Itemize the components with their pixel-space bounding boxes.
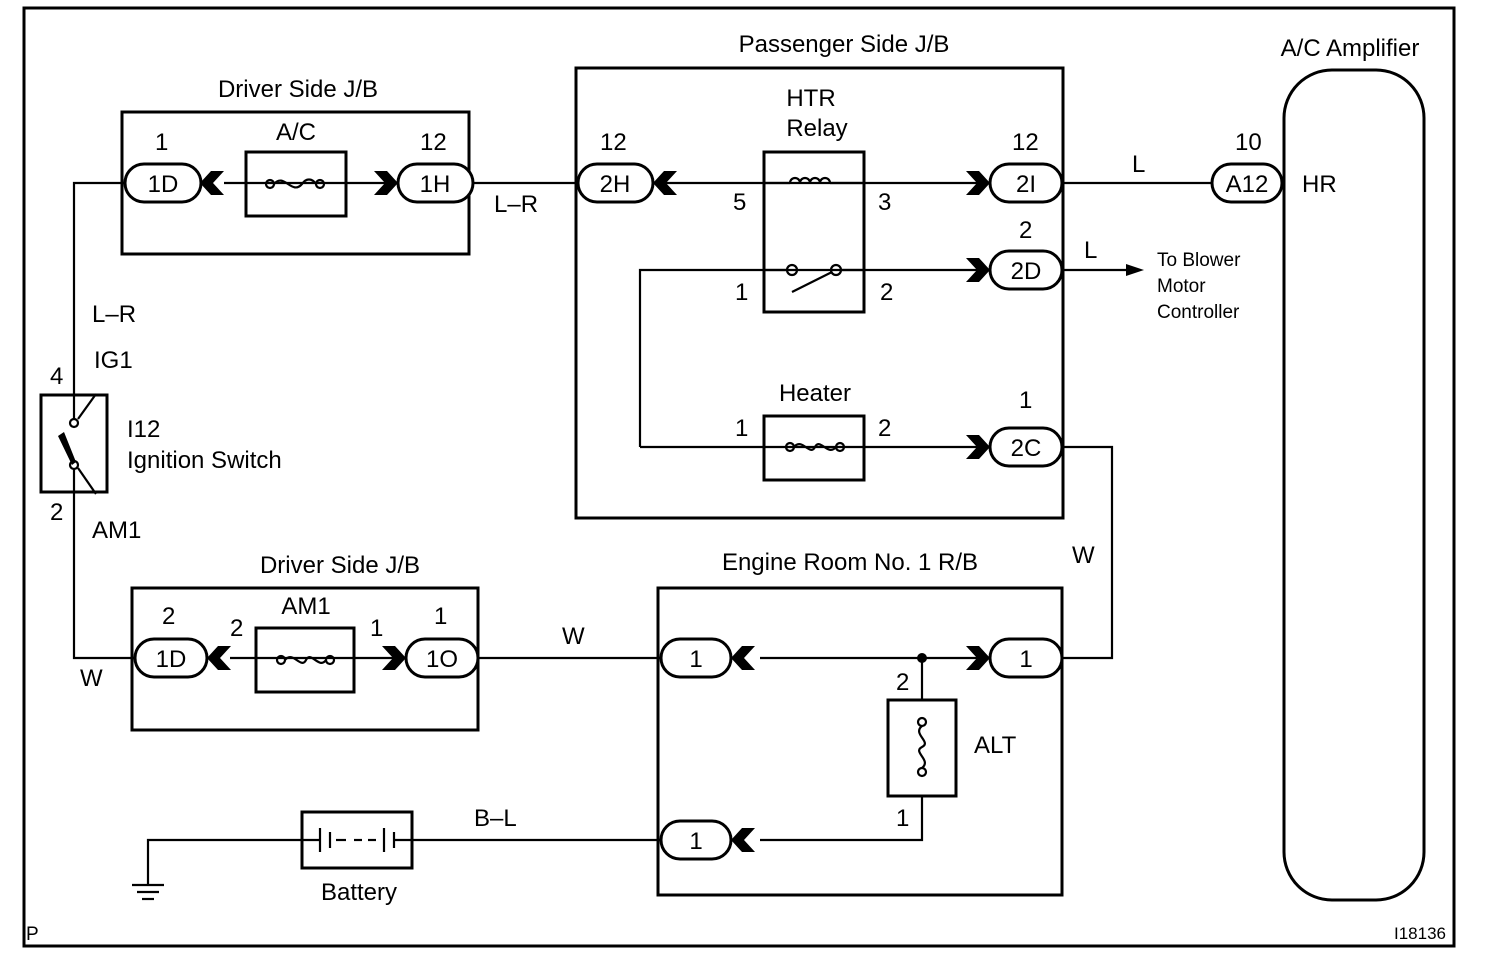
ignition-name-label: Ignition Switch <box>127 447 282 474</box>
pin-1D-bottom: 2 <box>162 603 175 630</box>
wire-w-mid: W <box>562 623 585 650</box>
heater-pin-2: 2 <box>878 415 891 442</box>
htr-relay-label-2: Relay <box>786 115 847 142</box>
htr-relay <box>762 150 866 314</box>
pin-2H: 12 <box>600 129 627 156</box>
wire-l-top: L <box>1132 151 1145 178</box>
ig1-label: IG1 <box>94 347 133 374</box>
connector-2C: 2C <box>1011 435 1042 462</box>
pin-2C: 1 <box>1019 387 1032 414</box>
connector-1H: 1H <box>420 171 451 198</box>
driver-jb-bottom-label: Driver Side J/B <box>260 552 420 579</box>
wire-l-blower: L <box>1084 237 1097 264</box>
ignition-code-label: I12 <box>127 416 160 443</box>
alt-fuse-label: ALT <box>974 732 1017 759</box>
wire-w-right: W <box>1072 542 1095 569</box>
alt-pin-2: 2 <box>896 669 909 696</box>
connector-er-right: 1 <box>1019 646 1032 673</box>
am1-fuse-label: AM1 <box>281 593 330 620</box>
relay-pin-5: 5 <box>733 189 746 216</box>
connector-1D-bottom: 1D <box>156 646 187 673</box>
to-blower-line3: Controller <box>1157 302 1240 323</box>
pin-1O: 1 <box>434 603 447 630</box>
am1-fuse <box>254 626 356 694</box>
htr-relay-label-1: HTR <box>786 85 835 112</box>
engine-rb-box <box>656 586 1064 897</box>
heater-pin-1: 1 <box>735 415 748 442</box>
pin-A12: 10 <box>1235 129 1262 156</box>
ign-pin-2: 2 <box>50 499 63 526</box>
relay-pin-1: 1 <box>735 279 748 306</box>
ign-pin-4: 4 <box>50 363 63 390</box>
relay-pin-3: 3 <box>878 189 891 216</box>
diagram-frame <box>22 6 1456 948</box>
alt-pin-1: 1 <box>896 805 909 832</box>
figure-id-label: I18136 <box>1394 924 1446 943</box>
ac-amplifier-label: A/C Amplifier <box>1281 35 1420 62</box>
am1-pin-2: 2 <box>230 615 243 642</box>
to-blower-line2: Motor <box>1157 276 1206 297</box>
ac-fuse-label: A/C <box>276 119 316 146</box>
wire-bl: B–L <box>474 805 517 832</box>
connector-2H: 2H <box>600 171 631 198</box>
wire-lr-left: L–R <box>92 301 136 328</box>
wire-lr-top: L–R <box>494 191 538 218</box>
pin-1D-top: 1 <box>155 129 168 156</box>
alt-fuse <box>886 698 958 798</box>
am1-pin-1: 1 <box>370 615 383 642</box>
ac-amplifier-box <box>1282 68 1426 902</box>
pin-2D: 2 <box>1019 217 1032 244</box>
connector-2I: 2I <box>1016 171 1036 198</box>
connector-A12: A12 <box>1226 171 1269 198</box>
battery-label: Battery <box>321 879 397 906</box>
connector-2D: 2D <box>1011 258 1042 285</box>
connector-er-left: 1 <box>689 646 702 673</box>
connector-er-battery: 1 <box>689 828 702 855</box>
corner-p-label: P <box>26 924 39 945</box>
ac-fuse <box>244 150 348 218</box>
pin-2I: 12 <box>1012 129 1039 156</box>
passenger-jb-box <box>574 66 1065 520</box>
connector-1D-top: 1D <box>148 171 179 198</box>
heater-fuse <box>762 414 866 482</box>
pin-1H: 12 <box>420 129 447 156</box>
wire-w-left: W <box>80 665 103 692</box>
driver-jb-top-label: Driver Side J/B <box>218 76 378 103</box>
engine-rb-label: Engine Room No. 1 R/B <box>722 549 978 576</box>
hr-terminal-label: HR <box>1302 171 1337 198</box>
connector-1O: 1O <box>426 646 458 673</box>
passenger-jb-label: Passenger Side J/B <box>739 31 950 58</box>
am1-switch-label: AM1 <box>92 517 141 544</box>
heater-fuse-label: Heater <box>779 380 851 407</box>
to-blower-line1: To Blower <box>1157 250 1241 271</box>
relay-pin-2: 2 <box>880 279 893 306</box>
